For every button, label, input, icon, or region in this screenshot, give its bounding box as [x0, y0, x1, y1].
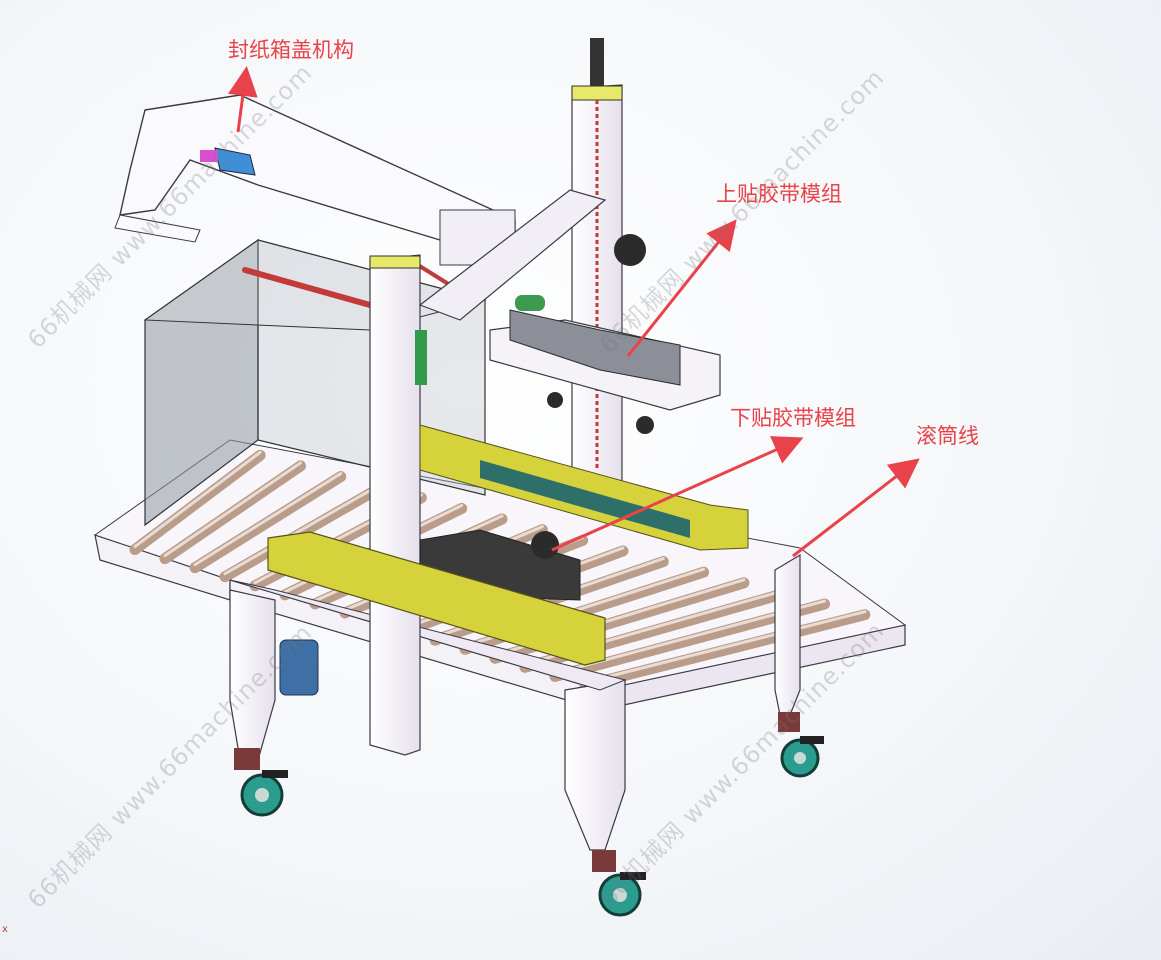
- side-green-guide: [415, 330, 427, 385]
- top-tape-wheel-1: [547, 392, 563, 408]
- rear-belt: [480, 460, 690, 538]
- front-column: [369, 254, 421, 756]
- motor-cylinder: [279, 639, 319, 696]
- label-roller-line: 滚筒线: [916, 424, 979, 448]
- roller-highlight: [583, 610, 867, 684]
- lid-folding-arm: [119, 94, 516, 261]
- height-adjust-knob: [590, 38, 604, 86]
- machine-frame: [229, 553, 824, 917]
- label-bottom-tape-module: 下贴胶带模组: [730, 406, 856, 430]
- top-tape-roller: [515, 295, 545, 311]
- lid-arm-hook: [114, 214, 201, 243]
- top-tape-module: [418, 189, 721, 434]
- callout-arrows: [227, 66, 920, 558]
- roller: [159, 460, 306, 565]
- arrow-lid-folding: [227, 66, 258, 133]
- upright-columns: [369, 38, 623, 756]
- roller: [129, 449, 266, 556]
- caster-wheel-rear: [778, 712, 824, 778]
- lid-pink-connector: [200, 150, 218, 162]
- front-guide-rail: [267, 531, 606, 666]
- arrow-bottom-tape: [551, 436, 804, 552]
- roller-highlight: [193, 472, 343, 567]
- top-tape-plate: [509, 309, 681, 386]
- bottom-tape-roll: [531, 531, 559, 559]
- axis-indicator: x: [2, 924, 8, 935]
- top-tape-wheel-2: [636, 416, 654, 434]
- leg-front-right: [564, 679, 626, 851]
- roller-highlight: [133, 450, 262, 549]
- roller-highlight: [163, 461, 302, 558]
- top-tape-carriage-arm: [418, 189, 607, 321]
- arrow-roller-line: [792, 458, 920, 558]
- caster-wheel-left: [234, 748, 288, 817]
- bottom-tape-module: [267, 424, 749, 666]
- rear-column: [571, 84, 623, 506]
- roller-highlight: [223, 482, 383, 576]
- arrow-top-tape: [626, 219, 737, 357]
- label-top-tape-module: 上贴胶带模组: [716, 182, 842, 206]
- lid-pressure-cone: [214, 147, 256, 176]
- roller: [219, 481, 387, 583]
- roller: [579, 609, 871, 691]
- roller: [189, 471, 347, 574]
- label-lid-folding: 封纸箱盖机构: [228, 38, 354, 62]
- frame-crossbar: [229, 579, 627, 691]
- front-column-cap: [369, 255, 421, 269]
- caster-wheel-front: [592, 850, 646, 917]
- lid-actuator-rod: [242, 267, 373, 308]
- top-tape-roll: [614, 234, 646, 266]
- rear-column-cap: [571, 85, 623, 101]
